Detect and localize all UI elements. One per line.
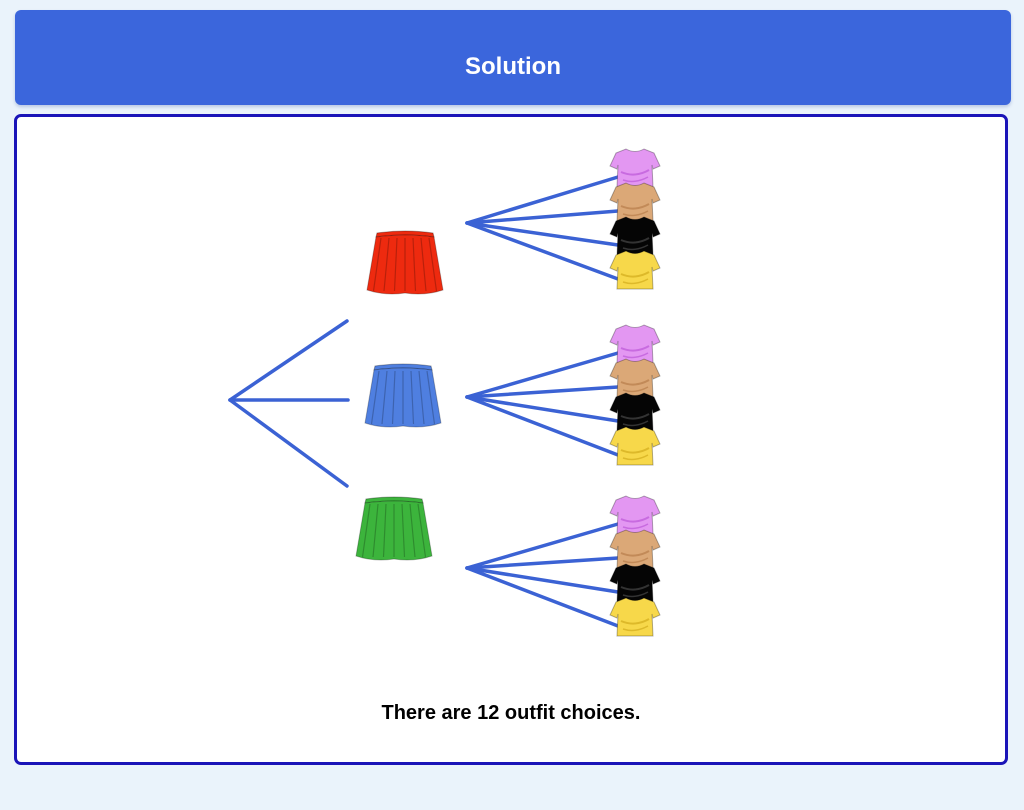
result-caption: There are 12 outfit choices. xyxy=(381,702,641,724)
yellow-shirt-icon-3 xyxy=(609,597,661,637)
tan-shirt-icon-1 xyxy=(609,182,661,222)
yellow-shirt-icon-2 xyxy=(609,426,661,466)
branch-green-skirt-pink-shirt xyxy=(465,522,620,570)
header-bar: Solution xyxy=(15,10,1011,105)
root-branch-1 xyxy=(228,319,349,402)
red-skirt-icon xyxy=(366,230,444,295)
tree-items xyxy=(355,148,661,637)
branch-red-skirt-black-shirt xyxy=(465,221,620,247)
tree-diagram xyxy=(228,148,661,637)
root-branch-3 xyxy=(228,398,349,488)
tan-shirt-icon-3 xyxy=(609,529,661,569)
branch-green-skirt-black-shirt xyxy=(465,566,620,594)
yellow-shirt-icon-1 xyxy=(609,250,661,290)
tree-lines xyxy=(228,175,620,628)
page-title: Solution xyxy=(465,53,561,80)
branch-red-skirt-pink-shirt xyxy=(465,175,620,225)
branch-blue-skirt-yellow-shirt xyxy=(465,395,620,457)
green-skirt-icon xyxy=(355,496,433,561)
black-shirt-icon-2 xyxy=(609,392,661,432)
branch-blue-skirt-tan-shirt xyxy=(465,385,620,399)
pink-shirt-icon-3 xyxy=(609,495,661,535)
branch-green-skirt-yellow-shirt xyxy=(465,566,620,628)
branch-green-skirt-tan-shirt xyxy=(465,556,620,570)
black-shirt-icon-3 xyxy=(609,563,661,603)
solution-panel: There are 12 outfit choices. xyxy=(14,114,1008,765)
blue-skirt-icon xyxy=(364,363,442,428)
branch-red-skirt-tan-shirt xyxy=(465,209,620,225)
pink-shirt-icon-2 xyxy=(609,324,661,364)
pink-shirt-icon-1 xyxy=(609,148,661,188)
black-shirt-icon-1 xyxy=(609,216,661,256)
tan-shirt-icon-2 xyxy=(609,358,661,398)
branch-blue-skirt-pink-shirt xyxy=(465,351,620,399)
branch-red-skirt-yellow-shirt xyxy=(465,221,620,281)
branch-blue-skirt-black-shirt xyxy=(465,395,620,423)
